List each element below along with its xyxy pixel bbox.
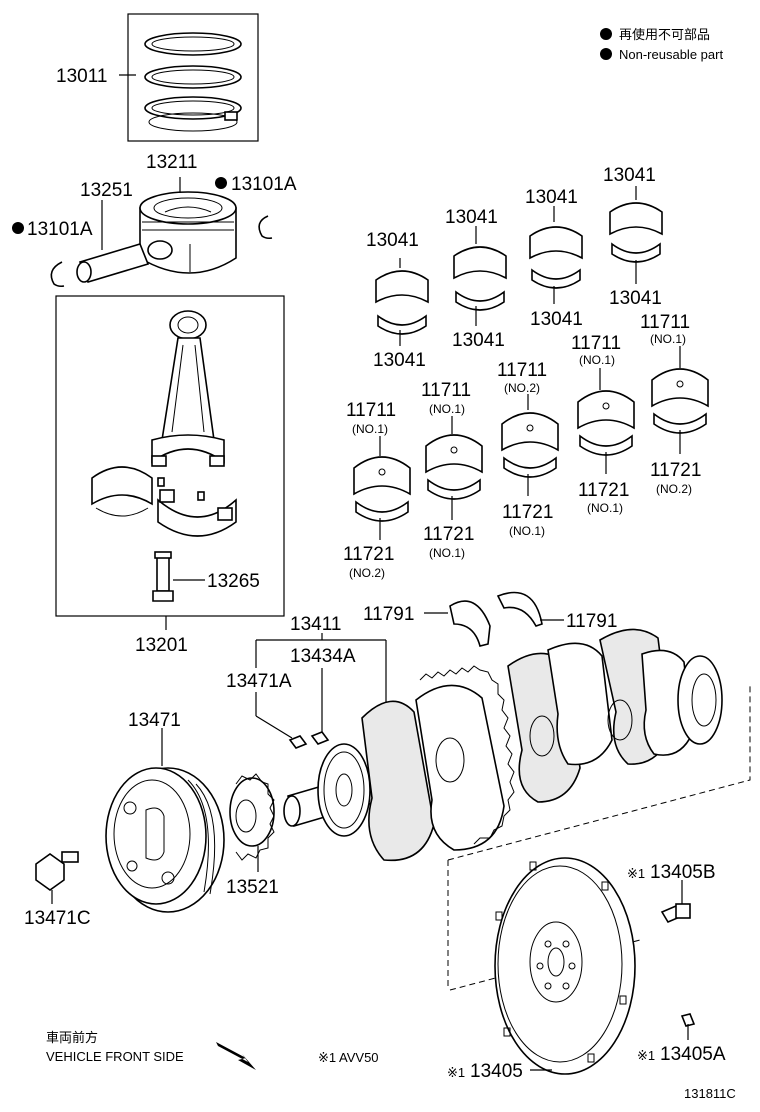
- part-number-11711-e: 11711: [640, 312, 690, 333]
- flywheel[interactable]: [494, 857, 636, 1075]
- crank-bearing-1[interactable]: [375, 270, 429, 335]
- part-number-13265: 13265: [207, 571, 260, 592]
- part-number-13101A-left: 13101A: [27, 219, 93, 240]
- qualifier-no2-c: (NO.2): [656, 482, 692, 496]
- part-number-11721-d: 11721: [578, 480, 629, 501]
- legend-english: Non-reusable part: [619, 47, 723, 62]
- part-number-13251: 13251: [80, 180, 133, 201]
- part-number-13405A: 13405A: [660, 1044, 726, 1065]
- part-number-13211: 13211: [146, 152, 197, 173]
- qualifier-no1-b: (NO.1): [429, 402, 465, 416]
- part-number-11711-c: 11711: [497, 360, 547, 381]
- part-number-13405B: 13405B: [650, 862, 716, 883]
- piston-pin[interactable]: [76, 243, 150, 283]
- part-number-13041-b: 13041: [373, 350, 426, 371]
- part-number-11721-e: 11721: [650, 460, 701, 481]
- qualifier-no2-b: (NO.2): [504, 381, 540, 395]
- qualifier-no1-a: (NO.1): [352, 422, 388, 436]
- non-reusable-dot-icon: [215, 177, 227, 189]
- main-bearing-5[interactable]: [651, 368, 709, 434]
- legend-japanese: 再使用不可部品: [619, 27, 710, 42]
- part-number-11791-b: 11791: [566, 611, 617, 632]
- qualifier-no1-e: (NO.1): [579, 353, 615, 367]
- crankshaft-sprocket-on-shaft[interactable]: [317, 743, 371, 837]
- crank-key-13434A[interactable]: [310, 731, 330, 745]
- main-bearing-2[interactable]: [425, 434, 483, 500]
- note-mark-13405B: ※1: [627, 866, 645, 881]
- qualifier-no2-a: (NO.2): [349, 566, 385, 580]
- connecting-rod-bolt[interactable]: [152, 551, 174, 602]
- dowel-pin[interactable]: [680, 1013, 696, 1027]
- part-number-13471A: 13471A: [226, 671, 292, 692]
- part-number-13011: 13011: [56, 66, 107, 87]
- non-reusable-dot-icon: [12, 222, 24, 234]
- snap-ring-right[interactable]: [258, 215, 273, 240]
- part-number-13041-e: 13041: [525, 187, 578, 208]
- qualifier-no1-c: (NO.1): [429, 546, 465, 560]
- figure-id: 131811C: [684, 1086, 736, 1101]
- thrust-washer-left[interactable]: [449, 600, 491, 647]
- crank-bearing-2[interactable]: [453, 246, 507, 311]
- part-number-13041-h: 13041: [609, 288, 662, 309]
- front-label-japanese: 車両前方: [46, 1030, 98, 1045]
- timing-chain-sprocket[interactable]: [229, 773, 275, 861]
- part-number-11721-b: 11721: [423, 524, 474, 545]
- part-number-11711-b: 11711: [421, 380, 471, 401]
- part-number-13101A-right: 13101A: [231, 174, 297, 195]
- part-number-13201: 13201: [135, 635, 188, 656]
- part-number-13041-a: 13041: [366, 230, 419, 251]
- part-number-11711-d: 11711: [571, 333, 621, 354]
- part-number-13521: 13521: [226, 877, 279, 898]
- part-number-13411: 13411: [290, 614, 341, 635]
- legend: 再使用不可部品 Non-reusable part: [600, 27, 723, 62]
- qualifier-no1-f: (NO.1): [587, 501, 623, 515]
- crankshaft-pulley-bolt[interactable]: [35, 851, 79, 891]
- note-avv50: ※1 AVV50: [318, 1050, 379, 1065]
- part-number-11721-c: 11721: [502, 502, 553, 523]
- main-bearing-1[interactable]: [353, 456, 411, 522]
- part-number-11791-a: 11791: [363, 604, 414, 625]
- qualifier-no1-g: (NO.1): [650, 332, 686, 346]
- piston[interactable]: [139, 191, 237, 274]
- non-reusable-dot-icon: [600, 48, 612, 60]
- qualifier-no1-d: (NO.1): [509, 524, 545, 538]
- part-number-13471: 13471: [128, 710, 181, 731]
- crank-key-13471A[interactable]: [288, 735, 308, 749]
- connecting-rod-group-box: [55, 295, 285, 617]
- connecting-rod-bearing[interactable]: [91, 466, 153, 517]
- part-number-11721-a: 11721: [343, 544, 394, 565]
- crank-bearing-4[interactable]: [609, 202, 663, 263]
- part-number-11711-a: 11711: [346, 400, 396, 421]
- front-direction-arrow-icon: [216, 1042, 256, 1070]
- crankshaft[interactable]: [283, 628, 751, 991]
- thrust-washer-right[interactable]: [496, 591, 543, 627]
- non-reusable-dot-icon: [600, 28, 612, 40]
- note-mark-13405A: ※1: [637, 1048, 655, 1063]
- main-bearing-3[interactable]: [501, 412, 559, 478]
- connecting-rod[interactable]: [151, 310, 225, 467]
- part-number-13041-d: 13041: [452, 330, 505, 351]
- part-number-13405: 13405: [470, 1061, 523, 1082]
- snap-ring-left[interactable]: [50, 261, 65, 288]
- part-number-13434A: 13434A: [290, 646, 356, 667]
- connecting-rod-cap[interactable]: [157, 477, 237, 537]
- part-number-13041-g: 13041: [603, 165, 656, 186]
- crank-bearing-3[interactable]: [529, 226, 583, 289]
- part-number-13041-f: 13041: [530, 309, 583, 330]
- part-number-13041-c: 13041: [445, 207, 498, 228]
- note-mark-13405: ※1: [447, 1065, 465, 1080]
- crankshaft-pulley[interactable]: [105, 767, 225, 913]
- front-label-english: VEHICLE FRONT SIDE: [46, 1049, 184, 1064]
- flywheel-bolt[interactable]: [660, 903, 691, 924]
- part-number-13471C: 13471C: [24, 908, 91, 929]
- main-bearing-4[interactable]: [577, 390, 635, 456]
- piston-ring-set[interactable]: [127, 13, 259, 142]
